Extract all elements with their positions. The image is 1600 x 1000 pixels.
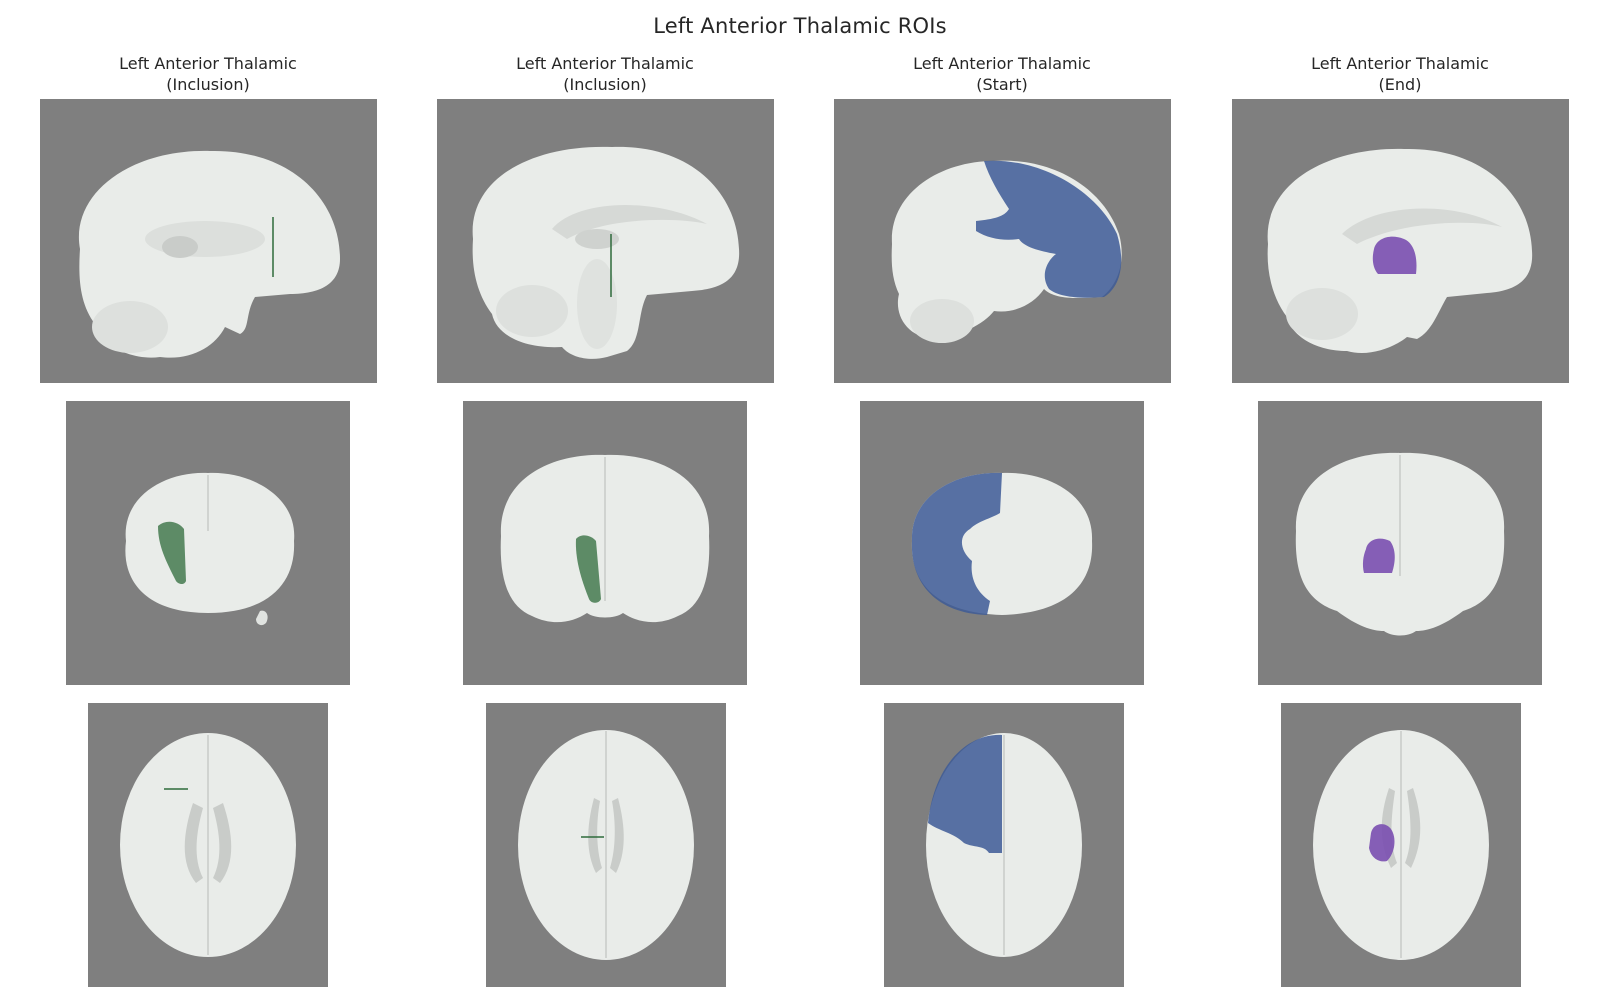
sagittal-panel-start <box>834 99 1171 383</box>
axial-panel-end <box>1281 703 1521 987</box>
column-title-3-line2: (Start) <box>976 75 1028 94</box>
axial-slice-image <box>120 733 296 957</box>
inclusion-roi <box>575 535 601 603</box>
start-roi <box>928 734 1002 853</box>
column-title-2-line1: Left Anterior Thalamic <box>516 54 694 73</box>
column-title-3: Left Anterior Thalamic (Start) <box>832 53 1172 95</box>
start-roi <box>911 472 1002 615</box>
column-title-1-line1: Left Anterior Thalamic <box>119 54 297 73</box>
brainstem <box>577 259 617 349</box>
cerebellum <box>1286 288 1358 340</box>
sagittal-slice-image <box>891 160 1122 343</box>
brainstem-fragment <box>256 610 268 626</box>
axial-slice-image <box>518 730 694 960</box>
inclusion-roi <box>158 521 186 585</box>
end-roi <box>1369 824 1395 862</box>
start-roi <box>976 160 1122 298</box>
coronal-slice-image <box>1295 452 1505 636</box>
coronal-panel-start <box>860 401 1144 685</box>
corpus-callosum <box>1342 208 1502 244</box>
sagittal-panel-end <box>1232 99 1569 383</box>
sagittal-panel-inclusion-1 <box>40 99 377 383</box>
corpus-callosum <box>552 205 707 239</box>
coronal-slice-image <box>500 454 710 623</box>
column-title-2: Left Anterior Thalamic (Inclusion) <box>435 53 775 95</box>
coronal-panel-inclusion-1 <box>66 401 350 685</box>
coronal-slice-image <box>911 472 1093 615</box>
column-title-2-line2: (Inclusion) <box>563 75 647 94</box>
column-title-4-line2: (End) <box>1378 75 1422 94</box>
sagittal-panel-inclusion-2 <box>437 99 774 383</box>
axial-panel-inclusion-2 <box>486 703 726 987</box>
ventricle <box>162 236 198 258</box>
column-title-1: Left Anterior Thalamic (Inclusion) <box>38 53 378 95</box>
column-title-1-line2: (Inclusion) <box>166 75 250 94</box>
end-roi <box>1372 236 1417 274</box>
cerebellum <box>496 285 568 337</box>
sagittal-slice-image <box>472 146 740 359</box>
brain-coronal <box>125 472 295 613</box>
column-title-4: Left Anterior Thalamic (End) <box>1230 53 1570 95</box>
coronal-panel-end <box>1258 401 1542 685</box>
axial-slice-image <box>1313 730 1489 960</box>
sagittal-slice-image <box>78 150 341 358</box>
axial-slice-image <box>926 733 1082 957</box>
ventricle <box>575 229 619 249</box>
coronal-slice-image <box>125 472 295 626</box>
ventricles <box>588 798 624 873</box>
axial-panel-inclusion-1 <box>88 703 328 987</box>
cerebellum <box>92 301 168 353</box>
ventricles <box>184 803 232 883</box>
column-title-3-line1: Left Anterior Thalamic <box>913 54 1091 73</box>
figure-title: Left Anterior Thalamic ROIs <box>653 14 947 38</box>
coronal-panel-inclusion-2 <box>463 401 747 685</box>
sagittal-slice-image <box>1267 148 1533 354</box>
column-title-4-line1: Left Anterior Thalamic <box>1311 54 1489 73</box>
end-roi <box>1362 538 1395 573</box>
axial-panel-start <box>884 703 1124 987</box>
corpus-callosum <box>145 221 265 257</box>
cerebellum <box>910 299 974 343</box>
